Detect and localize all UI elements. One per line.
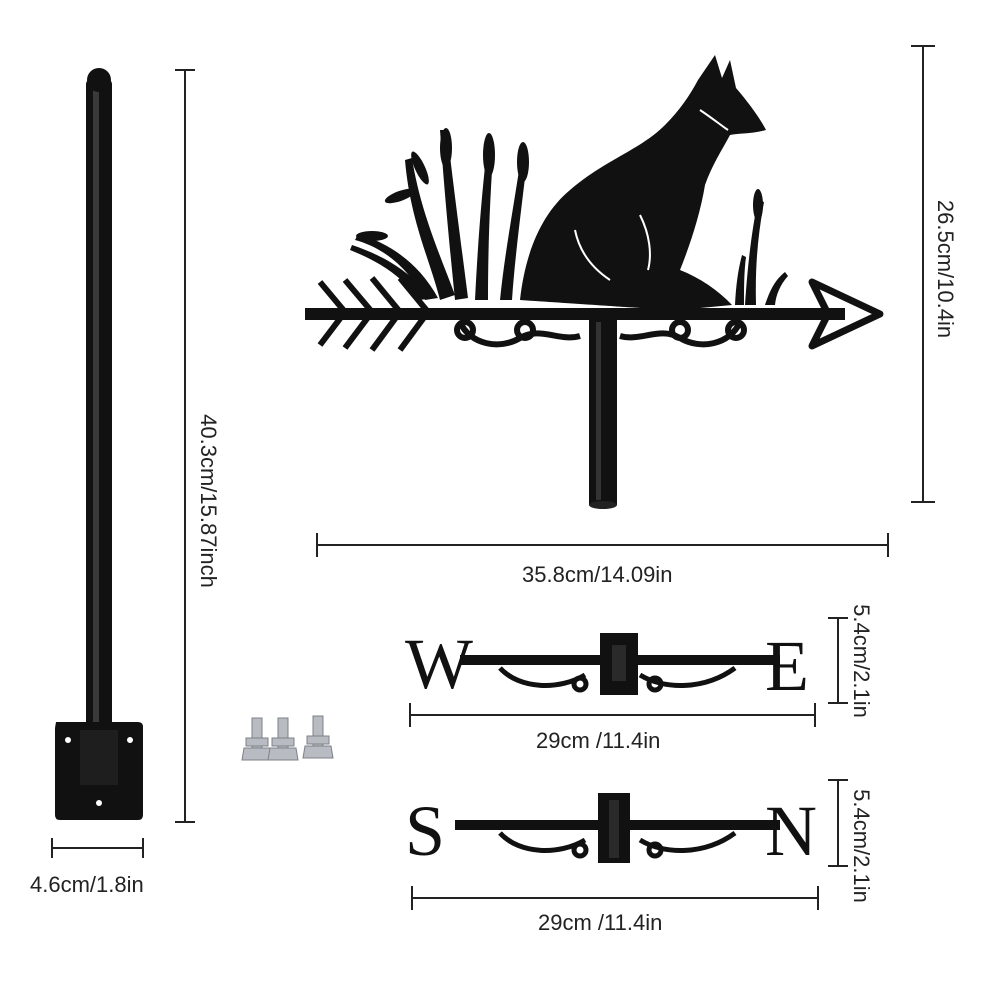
letter-e: E bbox=[765, 626, 809, 706]
bolt bbox=[302, 715, 334, 759]
we-width-label: 29cm /11.4in bbox=[536, 728, 661, 753]
base-width-label: 4.6cm/1.8in bbox=[30, 872, 144, 897]
letter-s: S bbox=[405, 791, 445, 871]
vane-width-label: 35.8cm/14.09in bbox=[522, 562, 673, 587]
fox-silhouette bbox=[520, 55, 766, 308]
letter-n: N bbox=[765, 791, 817, 871]
pole-height-label: 40.3cm/15.87inch bbox=[196, 414, 221, 588]
arrow-head bbox=[808, 278, 884, 350]
letter-w: W bbox=[405, 624, 473, 704]
we-height-label: 5.4cm/2.1in bbox=[849, 604, 874, 718]
scroll-ornaments bbox=[454, 319, 747, 348]
sn-width-label: 29cm /11.4in bbox=[538, 910, 663, 935]
vane-height-label: 26.5cm/10.4in bbox=[933, 199, 958, 339]
bolt bbox=[267, 717, 299, 761]
reeds-left bbox=[350, 128, 529, 300]
reeds-right bbox=[735, 189, 788, 305]
arrow-tail bbox=[317, 276, 432, 352]
bolt bbox=[241, 717, 273, 761]
sn-height-label: 5.4cm/2.1in bbox=[849, 789, 874, 903]
